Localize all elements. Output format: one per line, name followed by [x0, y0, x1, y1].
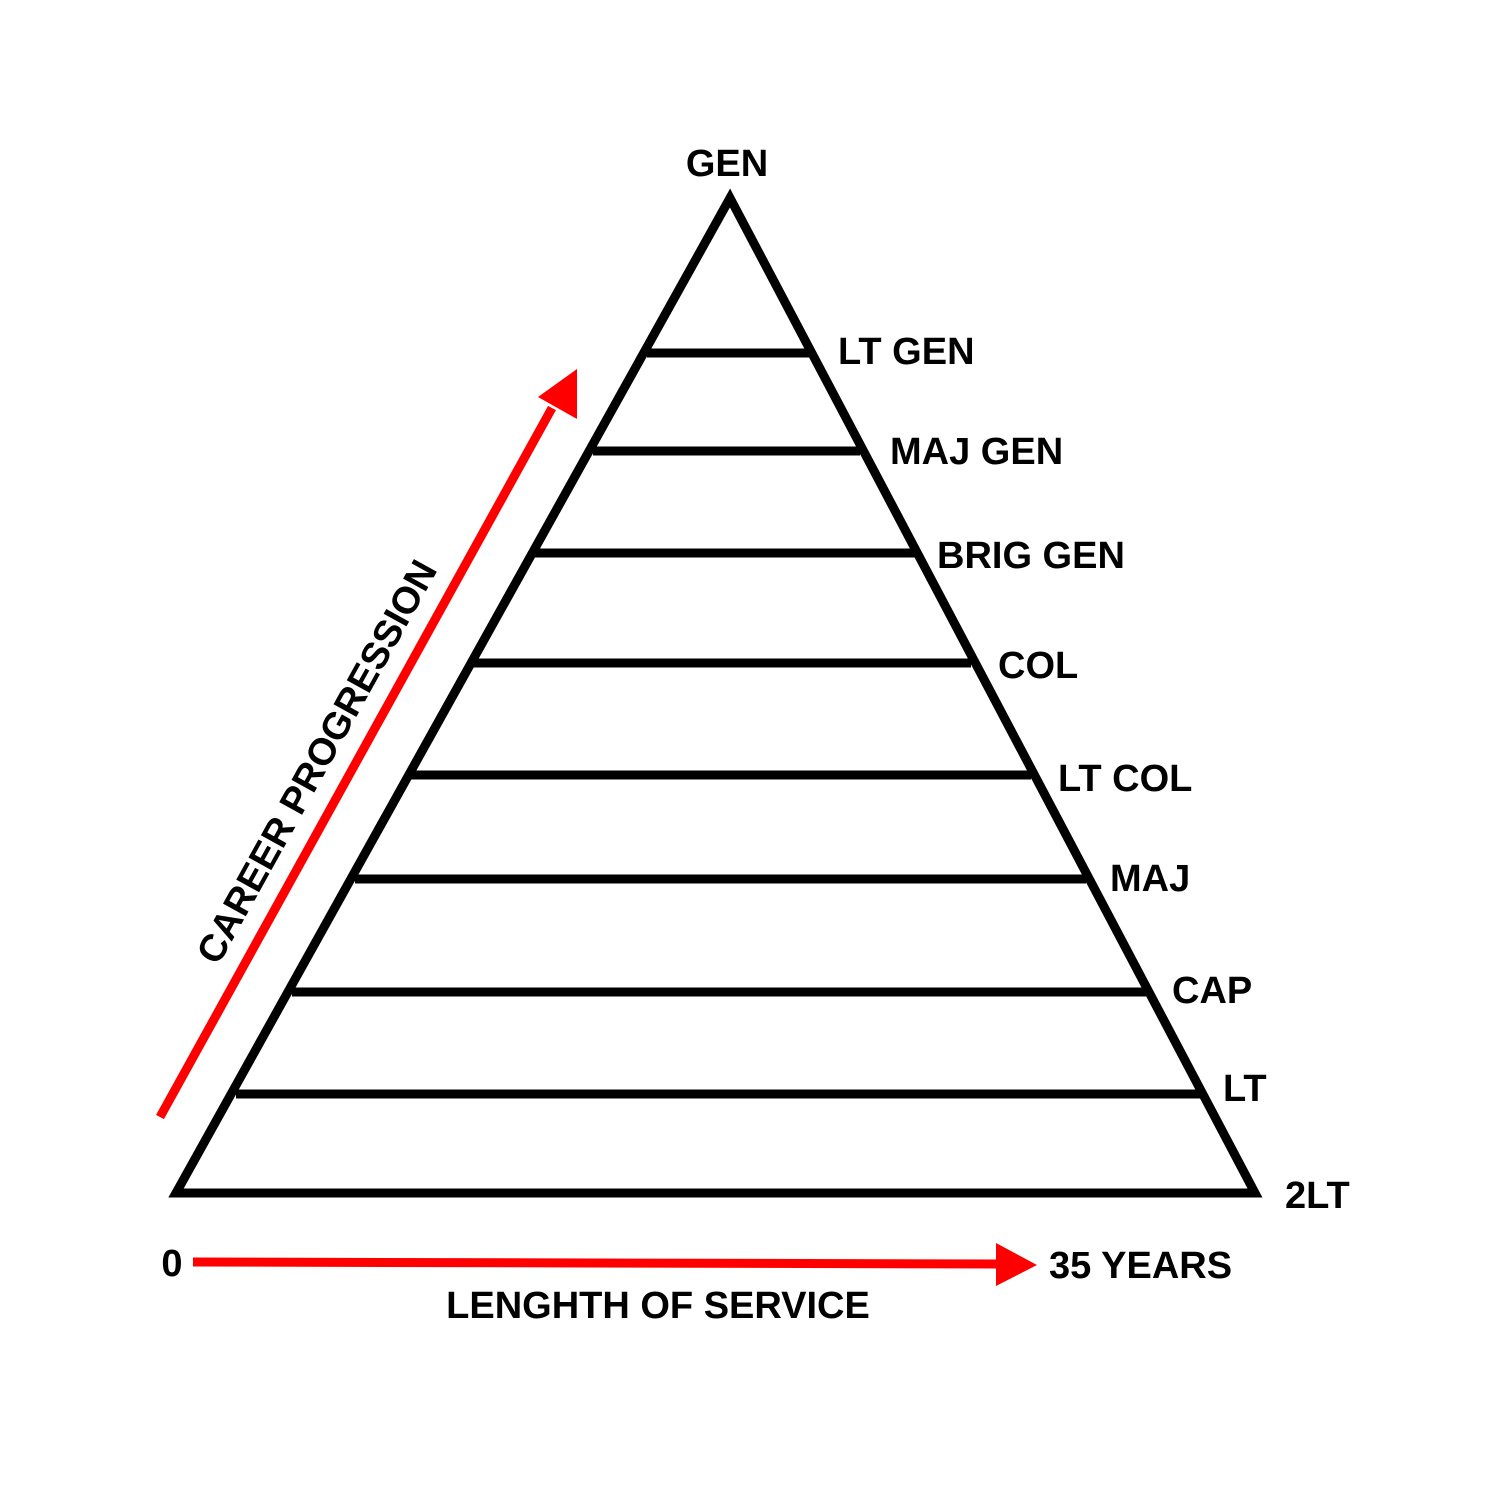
- rank-label-lt: LT: [1223, 1068, 1267, 1110]
- rank-label-cap: CAP: [1172, 970, 1252, 1012]
- career-progression-arrow: [156, 369, 577, 1120]
- service-arrow-head: [996, 1243, 1037, 1286]
- service-length-arrow: [192, 1243, 1037, 1286]
- rank-label-col: COL: [998, 645, 1078, 687]
- service-end-label: 35 YEARS: [1049, 1245, 1232, 1287]
- rank-label-2lt: 2LT: [1285, 1175, 1350, 1217]
- career-arrow-shaft: [156, 405, 556, 1120]
- pyramid-outline: [168, 188, 1263, 1198]
- rank-label-lt-col: LT COL: [1058, 758, 1192, 800]
- rank-label-maj: MAJ: [1110, 858, 1190, 900]
- service-arrow-shaft: [192, 1257, 1001, 1269]
- rank-label-brig-gen: BRIG GEN: [937, 535, 1125, 577]
- career-arrow-head: [538, 369, 577, 419]
- service-start-label: 0: [161, 1243, 182, 1285]
- rank-label-lt-gen: LT GEN: [838, 331, 975, 373]
- rank-dividers: [236, 348, 1201, 1099]
- rank-label-maj-gen: MAJ GEN: [890, 431, 1063, 473]
- service-axis-title: LENGHTH OF SERVICE: [446, 1285, 870, 1327]
- rank-label-gen: GEN: [686, 143, 768, 185]
- career-progression-label: CAREER PROGRESSION: [189, 553, 446, 970]
